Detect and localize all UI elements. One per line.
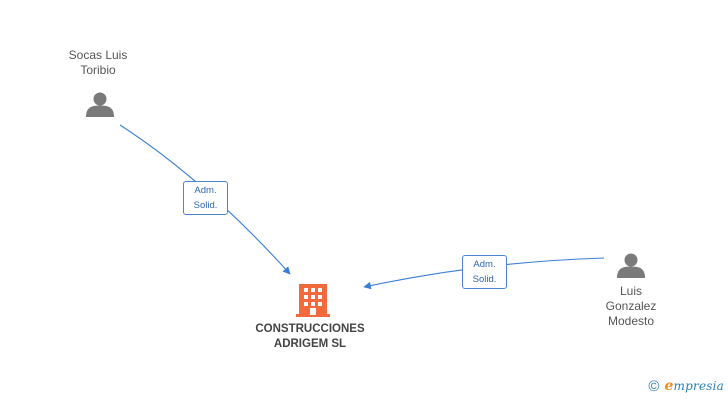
company-name-line: ADRIGEM SL bbox=[273, 338, 347, 350]
person-name-line: Gonzalez bbox=[605, 299, 657, 313]
brand-watermark: © empresia bbox=[648, 378, 724, 394]
copyright-icon: © bbox=[648, 377, 660, 395]
edge-label-socas: Adm. Solid. bbox=[183, 181, 228, 215]
person-name-line: Luis bbox=[619, 284, 642, 298]
edge-label-line: Solid. bbox=[472, 274, 497, 285]
edge-label-line: Solid. bbox=[193, 200, 218, 211]
edge-label-line: Adm. bbox=[194, 185, 217, 196]
person-name-line: Socas Luis bbox=[68, 48, 128, 62]
building-icon[interactable] bbox=[296, 284, 330, 317]
brand-logo-rest: mpresia bbox=[673, 379, 724, 393]
brand-logo-initial: e bbox=[664, 378, 674, 394]
person-icon[interactable] bbox=[86, 92, 114, 118]
company-name[interactable]: CONSTRUCCIONES ADRIGEM SL bbox=[240, 322, 380, 352]
brand-logo: empresia bbox=[664, 378, 724, 394]
person-icon[interactable] bbox=[617, 253, 645, 279]
edge-label-line: Adm. bbox=[473, 259, 496, 270]
person-name-line: Toribio bbox=[80, 63, 116, 77]
person-name-line: Modesto bbox=[607, 314, 655, 328]
person-name-socas[interactable]: Socas Luis Toribio bbox=[48, 48, 148, 78]
edge-label-gonzalez: Adm. Solid. bbox=[462, 255, 507, 289]
person-name-gonzalez[interactable]: Luis Gonzalez Modesto bbox=[584, 284, 678, 329]
company-name-line: CONSTRUCCIONES bbox=[255, 323, 365, 335]
